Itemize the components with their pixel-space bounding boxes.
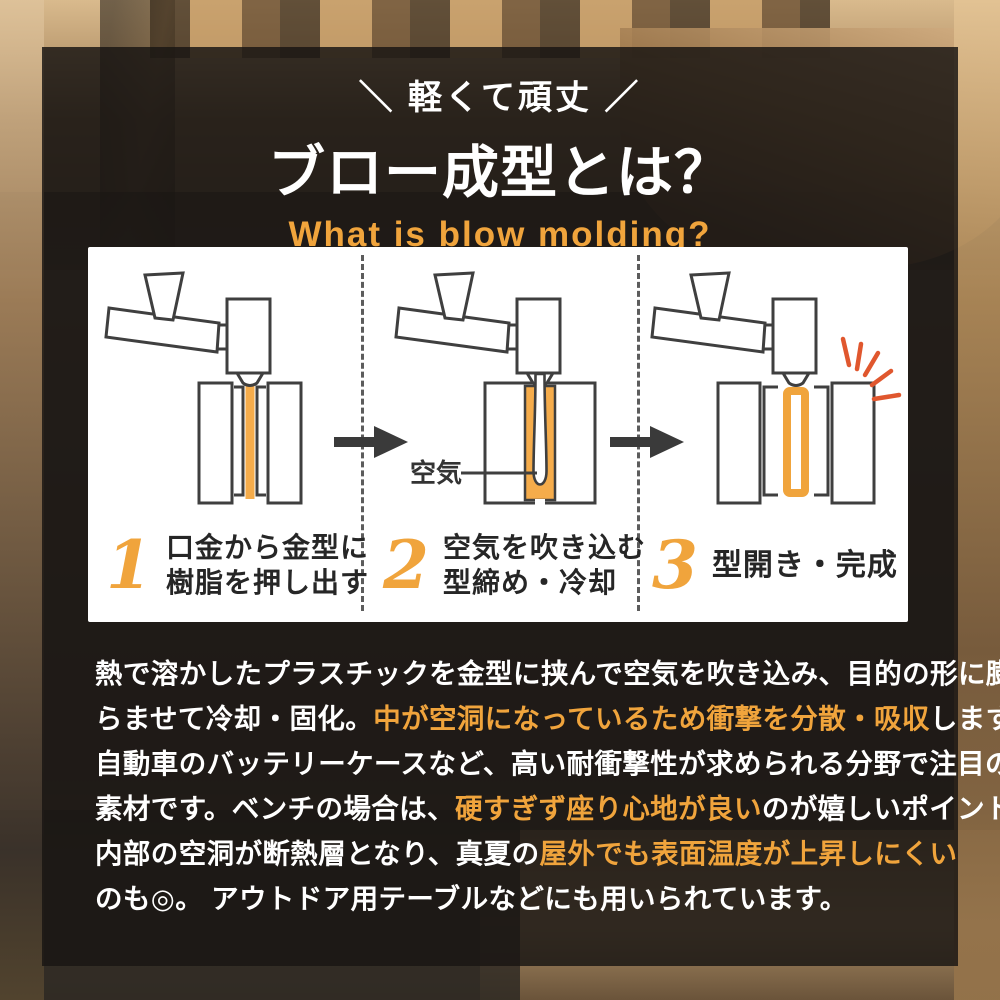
step-1-text: 口金から金型に 樹脂を押し出す (166, 530, 369, 600)
nozzle (234, 371, 266, 387)
text-segment: 素材です。ベンチの場合は、 (95, 793, 455, 824)
description-line-6: のも◎。 アウトドア用テーブルなどにも用いられています。 (95, 876, 925, 921)
step-1-caption: 1 口金から金型に 樹脂を押し出す (106, 520, 369, 610)
arrow-right-icon (610, 426, 684, 458)
dashed-divider-2 (637, 255, 640, 611)
die-head (515, 297, 562, 375)
finished-product (783, 387, 809, 497)
step-2-text-line1: 空気を吹き込む (442, 532, 646, 563)
step-2-text: 空気を吹き込む 型締め・冷却 (443, 530, 646, 600)
mold-left-channel (234, 385, 245, 497)
text-segment: のが嬉しいポイント。 (761, 793, 1000, 824)
header: ＼ 軽くて頑丈 ／ ブロー成型とは？ What is blow molding? (0, 70, 1000, 255)
air-label: 空気 (410, 458, 462, 488)
air-bubble (532, 372, 548, 486)
description-line-4: 素材です。ベンチの場合は、硬すぎず座り心地が良いのが嬉しいポイント。 (95, 786, 1000, 831)
hopper-icon (143, 271, 185, 322)
extruder-barrel (650, 306, 767, 354)
mold-left-block (197, 381, 234, 505)
text-segment: らませて冷却・固化。 (95, 703, 374, 734)
text-segment: 自動車のバッテリーケースなど、高い耐衝撃性が求められる分野で注目の (95, 748, 1000, 779)
hopper-icon (433, 271, 475, 322)
description-line-2: らませて冷却・固化。中が空洞になっているため衝撃を分散・吸収します。 (95, 696, 1000, 741)
highlighted-text-segment: 中が空洞になっているため衝撃を分散・吸収 (373, 703, 930, 734)
highlighted-text-segment: 屋外でも表面温度が上昇しにくい (539, 838, 958, 869)
step-2-illustration: 空気 (394, 271, 597, 507)
step-3-text: 型開き・完成 (711, 548, 898, 582)
step-3-illustration (650, 271, 902, 505)
step-3-caption: 3 型開き・完成 (652, 520, 898, 610)
text-segment: します。 (929, 703, 1000, 734)
mold-left-block (716, 381, 762, 505)
step-2-caption: 2 空気を吹き込む 型締め・冷却 (383, 520, 646, 610)
mold-left-channel (762, 385, 778, 497)
extruder-barrel (104, 306, 221, 354)
step-1-text-line1: 口金から金型に (165, 532, 369, 563)
mold-right-channel (814, 385, 830, 497)
text-segment: のも◎。 アウトドア用テーブルなどにも用いられています。 (95, 883, 848, 914)
parison (245, 379, 255, 499)
text-segment: 熱で溶かしたプラスチックを金型に挟んで空気を吹き込み、目的の形に膨 (95, 658, 1000, 689)
step-3-number: 3 (652, 526, 698, 604)
mold-right-block (266, 381, 303, 505)
step-1-text-line2: 樹脂を押し出す (165, 567, 369, 598)
page-title: ブロー成型とは？ (268, 141, 732, 205)
description-paragraph: 熱で溶かしたプラスチックを金型に挟んで空気を吹き込み、目的の形に膨 らませて冷却… (95, 651, 1000, 921)
bg-right-strip (954, 0, 1000, 1000)
arrow-right-icon (334, 426, 408, 458)
step-1-number: 1 (106, 526, 152, 604)
mold-right-block (830, 381, 876, 505)
text-segment: 内部の空洞が断熱層となり、真夏の (95, 838, 540, 869)
description-line-1: 熱で溶かしたプラスチックを金型に挟んで空気を吹き込み、目的の形に膨 (95, 651, 1000, 696)
dashed-divider-1 (361, 255, 364, 611)
step-2-number: 2 (383, 526, 429, 604)
mold-parting-gap (535, 499, 545, 507)
extruder-barrel (394, 306, 511, 354)
slogan: ＼ 軽くて頑丈 ／ (358, 79, 642, 117)
step-2-text-line2: 型締め・冷却 (442, 567, 617, 598)
step-1-illustration (104, 271, 303, 505)
nozzle (780, 371, 812, 387)
die-head (225, 297, 272, 375)
bg-left-strip (0, 0, 44, 1000)
mold-right-channel (255, 385, 266, 497)
die-head (771, 297, 818, 375)
description-line-5: 内部の空洞が断熱層となり、真夏の屋外でも表面温度が上昇しにくい (95, 831, 957, 876)
highlighted-text-segment: 硬すぎず座り心地が良い (454, 793, 762, 824)
sparkle-icon (840, 336, 902, 402)
hopper-icon (689, 271, 731, 322)
description-line-3: 自動車のバッテリーケースなど、高い耐衝撃性が求められる分野で注目の (95, 741, 1000, 786)
